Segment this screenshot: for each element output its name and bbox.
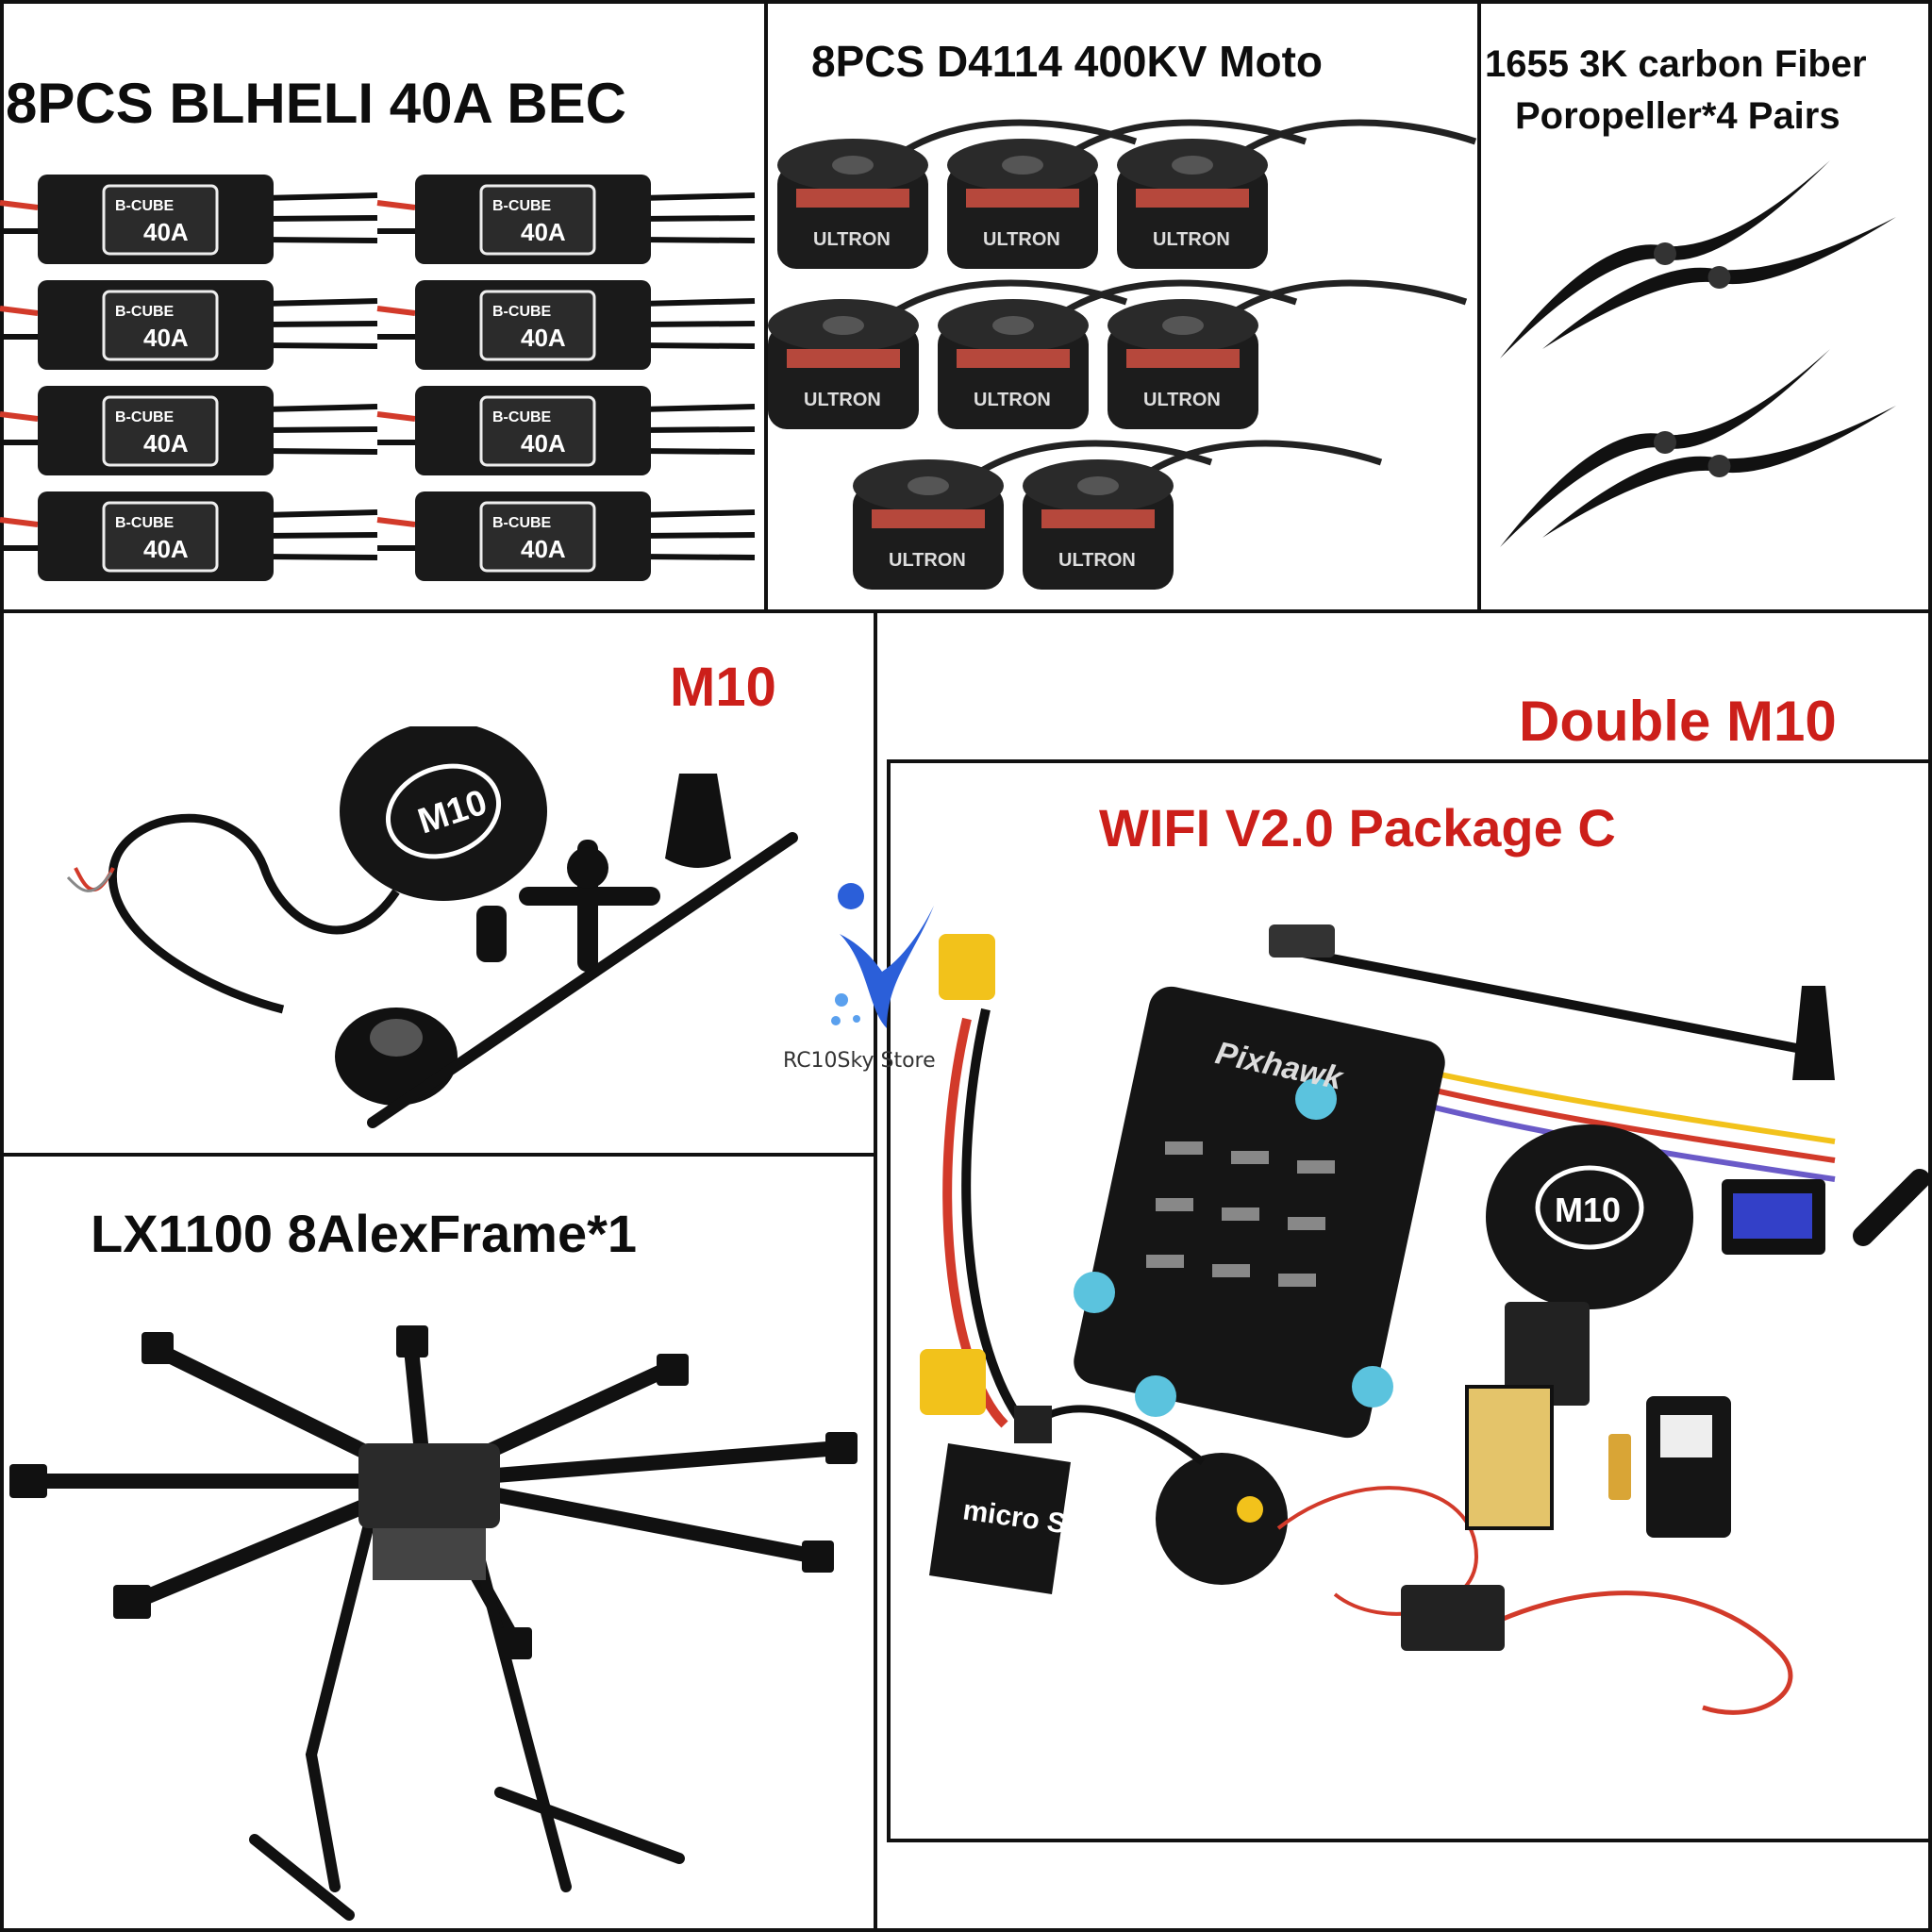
telemetry-module xyxy=(1505,1302,1590,1406)
propeller xyxy=(1542,217,1896,349)
gps-cross-mount xyxy=(519,840,660,972)
esc-rating-label: 40A xyxy=(143,218,189,246)
prop-drawing xyxy=(1500,160,1896,547)
motor-unit: ULTRON xyxy=(1117,119,1477,269)
package-gps-label: M10 xyxy=(1555,1191,1621,1229)
package-gps-mast xyxy=(1277,943,1817,1057)
esc-brand-label: B-CUBE xyxy=(492,515,552,531)
flight-controller: Pixhawk xyxy=(1074,986,1445,1439)
esc-rating-label: 40A xyxy=(521,218,566,246)
motor-brand-label: ULTRON xyxy=(1143,390,1221,410)
store-watermark: RC10Sky Store xyxy=(783,868,981,1075)
frame-illustration xyxy=(0,1311,877,1924)
prop-illustration xyxy=(1481,142,1932,608)
motor-unit: ULTRON xyxy=(853,440,1213,590)
package-illustration: Pixhawk M10 micro SD xyxy=(891,896,1929,1840)
esc-unit: B-CUBE 40A xyxy=(376,386,756,475)
buzzer xyxy=(1156,1453,1288,1585)
esc-brand-label: B-CUBE xyxy=(115,409,175,425)
prop-title-line2: Poropeller*4 Pairs xyxy=(1515,95,1840,137)
esc-unit: B-CUBE 40A xyxy=(376,491,756,581)
prop-title-line1: 1655 3K carbon Fiber xyxy=(1485,43,1867,85)
esc-rating-label: 40A xyxy=(143,535,189,563)
gps-illustration: M10 xyxy=(0,726,868,1151)
motor-brand-label: ULTRON xyxy=(813,229,891,250)
package-subtitle: WIFI V2.0 Package C xyxy=(1099,798,1616,858)
esc-brand-label: B-CUBE xyxy=(492,409,552,425)
esc-rating-label: 40A xyxy=(143,429,189,458)
motor-unit: ULTRON xyxy=(1108,279,1468,429)
esc-title: 8PCS BLHELI 40A BEC xyxy=(6,72,626,135)
store-name: RC10Sky Store xyxy=(783,1049,936,1073)
frame-title: LX1100 8AlexFrame*1 xyxy=(91,1204,638,1263)
esc-unit: B-CUBE 40A xyxy=(0,491,378,581)
gps-drawing: M10 xyxy=(66,726,798,1128)
esc-rating-label: 40A xyxy=(521,324,566,352)
motor-unit: ULTRON xyxy=(938,279,1298,429)
gps-mast-rod xyxy=(367,832,798,1128)
esc-rating-label: 40A xyxy=(143,324,189,352)
frame-drawing xyxy=(9,1325,858,1921)
propeller xyxy=(1500,349,1830,547)
propeller xyxy=(1500,160,1830,358)
esc-rating-label: 40A xyxy=(521,535,566,563)
xt60-connector xyxy=(920,1349,986,1415)
motor-title: 8PCS D4114 400KV Moto xyxy=(811,37,1324,86)
gps-title: M10 xyxy=(670,657,776,718)
motor-brand-label: ULTRON xyxy=(804,390,881,410)
gps-puck xyxy=(340,726,547,901)
esc-brand-label: B-CUBE xyxy=(492,198,552,214)
esc-unit: B-CUBE 40A xyxy=(0,386,378,475)
esc-drawing: B-CUBE40AB-CUBE40AB-CUBE40AB-CUBE40AB-CU… xyxy=(0,175,756,581)
package-drawing: Pixhawk M10 micro SD xyxy=(920,924,1929,1715)
store-logo-icon xyxy=(831,883,934,1028)
motor-unit: ULTRON xyxy=(768,279,1128,429)
propeller xyxy=(1542,406,1896,538)
esc-unit: B-CUBE 40A xyxy=(376,175,756,264)
motor-brand-label: ULTRON xyxy=(1153,229,1230,250)
frame-center-plate xyxy=(358,1443,500,1528)
package-inner-border xyxy=(887,759,1932,1842)
power-module-board xyxy=(1465,1385,1554,1530)
motor-brand-label: ULTRON xyxy=(889,550,966,571)
package-gps-puck xyxy=(1486,1124,1693,1309)
motor-illustration: ULTRON ULTRON ULTRON ULTRON ULTRON ULTRON ULTR… xyxy=(768,94,1477,608)
gps-cone xyxy=(665,774,731,868)
esc-unit: B-CUBE 40A xyxy=(376,280,756,370)
motor-drawing: ULTRON ULTRON ULTRON ULTRON ULTRON ULTRON ULTR… xyxy=(768,119,1477,590)
esc-brand-label: B-CUBE xyxy=(115,304,175,320)
micro-sd-card: micro SD xyxy=(929,1443,1089,1594)
xt60-connector xyxy=(939,934,995,1000)
gps-cable xyxy=(108,813,400,1014)
esc-brand-label: B-CUBE xyxy=(115,515,175,531)
motor-brand-label: ULTRON xyxy=(974,390,1051,410)
esc-unit: B-CUBE 40A xyxy=(0,175,378,264)
esc-unit: B-CUBE 40A xyxy=(0,280,378,370)
motor-brand-label: ULTRON xyxy=(1058,550,1136,571)
esc-rating-label: 40A xyxy=(521,429,566,458)
esc-brand-label: B-CUBE xyxy=(115,198,175,214)
frame-motor-mounts xyxy=(9,1325,858,1659)
package-title: Double M10 xyxy=(1519,690,1837,753)
gps-small-part xyxy=(476,906,507,962)
esc-brand-label: B-CUBE xyxy=(492,304,552,320)
i2c-splitter xyxy=(1401,1585,1505,1651)
motor-unit: ULTRON xyxy=(1023,440,1383,590)
motor-brand-label: ULTRON xyxy=(983,229,1060,250)
